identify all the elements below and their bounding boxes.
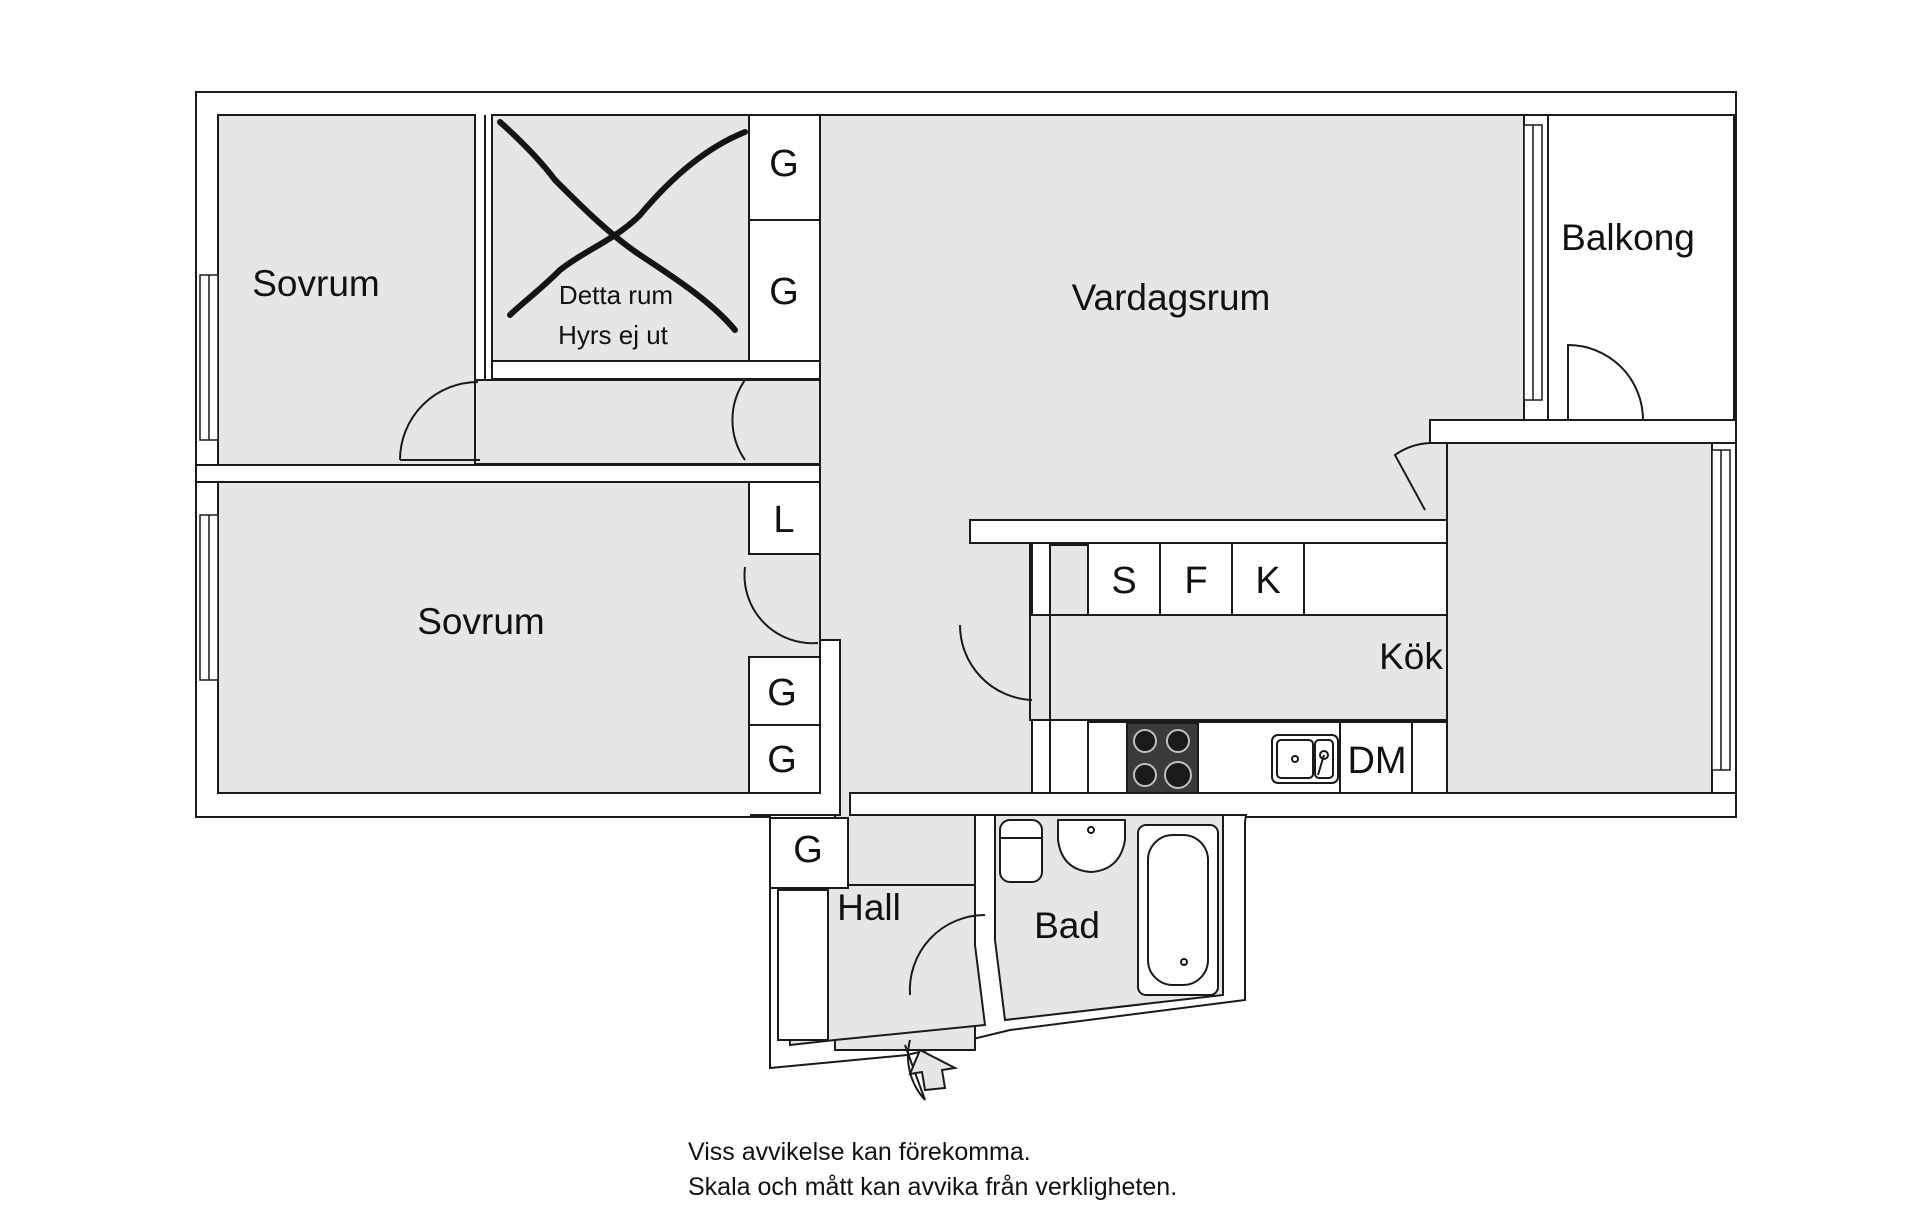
toilet-icon [999, 819, 1043, 883]
label-bedroom-bottom: Sovrum [417, 601, 544, 642]
label-wardrobe-3: G [767, 672, 797, 714]
floor-kitchen-bench-zone [1049, 614, 1448, 721]
door-balcony [1567, 343, 1644, 421]
label-kitchen-k: K [1255, 560, 1280, 602]
wardrobe-box-4 [748, 724, 821, 794]
door-living-balcony [1393, 442, 1431, 511]
counter-top-row [1087, 542, 1448, 616]
label-linen: L [773, 499, 794, 541]
label-wardrobe-4: G [767, 739, 797, 781]
door-bedroom-bottom [743, 566, 819, 645]
door-kitchen [958, 624, 1033, 701]
entrance-arrow-icon [908, 1048, 959, 1092]
stove-icon [1126, 722, 1199, 794]
label-kitchen-f: F [1184, 560, 1207, 602]
washbasin-icon [1057, 819, 1126, 874]
label-kitchen: Kök [1379, 636, 1443, 677]
cross-mark-icon [497, 119, 748, 333]
bathroom-fixtures [999, 819, 1219, 996]
label-wardrobe-1: G [769, 143, 799, 185]
label-balcony: Balkong [1561, 217, 1695, 258]
door-entrance [904, 1039, 926, 1101]
wardrobe-box-5 [769, 817, 849, 889]
wardrobe-box-3 [748, 656, 821, 726]
floor-balcony [1547, 114, 1735, 421]
floors [217, 114, 1735, 1051]
door-corridor-living [731, 379, 746, 461]
hall-shelf [777, 889, 829, 1041]
kitchen-sink-icon [1271, 734, 1339, 784]
door-bathroom [908, 913, 986, 996]
floor-corridor-top [474, 379, 836, 465]
disclaimer: Viss avvikelse kan förekomma. Skala och … [688, 1135, 1177, 1205]
floor-bedroom-bottom [217, 481, 821, 794]
disclaimer-line2: Skala och mått kan avvika från verklighe… [688, 1173, 1178, 1201]
floor-hall-lower [783, 884, 987, 1047]
doors [399, 343, 1644, 1101]
disclaimer-line1: Viss avvikelse kan förekomma. [688, 1138, 1031, 1166]
door-bedroom-top [399, 381, 480, 461]
closets [748, 114, 849, 1041]
label-bathroom: Bad [1034, 905, 1100, 946]
label-dishwasher: DM [1347, 740, 1406, 782]
unrented-note-line1: Detta rum [559, 280, 673, 310]
label-wardrobe-5: G [793, 829, 823, 871]
unrented-note-line2: Hyrs ej ut [558, 320, 669, 350]
label-hall: Hall [837, 887, 901, 928]
label-kitchen-s: S [1111, 560, 1136, 602]
windows [199, 124, 1731, 771]
label-living-room: Vardagsrum [1072, 277, 1271, 318]
partitions [196, 114, 1737, 794]
linen-box [748, 481, 821, 555]
wardrobe-box-1 [748, 114, 821, 221]
label-bedroom-top: Sovrum [252, 263, 379, 304]
label-wardrobe-2: G [769, 271, 799, 313]
